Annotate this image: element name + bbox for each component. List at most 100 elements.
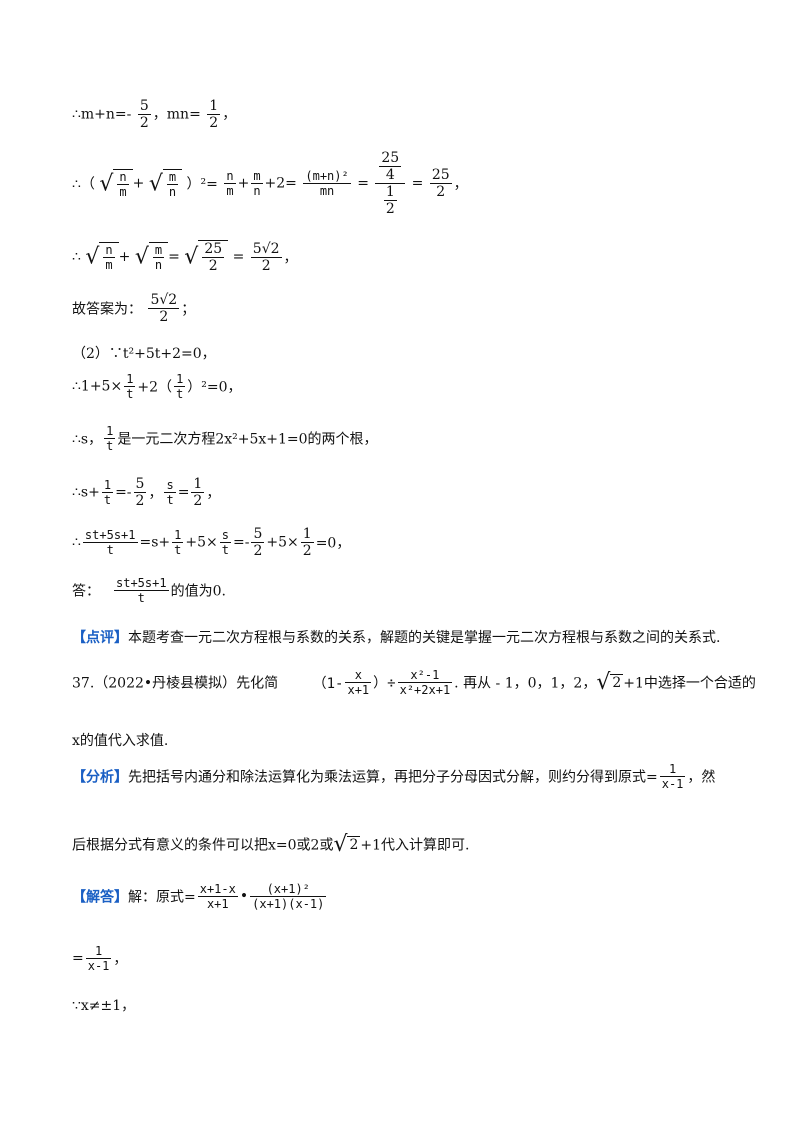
line-problem-37-cont: x的值代入求值. (72, 733, 169, 749)
text: = (72, 950, 84, 967)
denominator: t (219, 542, 231, 557)
denominator: t (114, 590, 169, 605)
text: ∴ (72, 534, 81, 551)
text: 的值为0. (170, 583, 226, 600)
comment-tag: 【点评】 (72, 630, 128, 646)
text: 后根据分式有意义的条件可以把x=0或2或 (72, 837, 334, 854)
denominator: t (172, 542, 184, 557)
denominator: n (251, 183, 263, 198)
analysis-tag: 【分析】 (72, 769, 128, 786)
numerator: m (168, 169, 177, 184)
numerator: 5 (139, 98, 149, 114)
numerator: 1 (126, 372, 134, 386)
text: 本题考查一元二次方程根与系数的关系，解题的关键是掌握一元二次方程根与系数之间的关… (128, 630, 721, 646)
numerator: 1 (209, 98, 219, 114)
text: 先把括号内通分和除法运算化为乘法运算，再把分子分母因式分解，则约分得到原式= (128, 769, 658, 786)
numerator: 5 (135, 476, 145, 492)
text: ， (222, 106, 237, 123)
denominator: t (174, 386, 186, 401)
denominator: 2 (148, 308, 180, 325)
text: = (177, 484, 190, 501)
numerator: s (166, 478, 174, 492)
text: +5× (266, 534, 299, 551)
numerator: 1 (302, 526, 312, 542)
numerator: 1 (106, 424, 114, 438)
denominator: 2 (133, 492, 147, 509)
denominator: 2 (429, 183, 452, 200)
text: =s+ (139, 534, 171, 551)
text: ）²=0， (187, 379, 242, 396)
numerator: x²-1 (410, 668, 440, 682)
denominator: 2 (137, 114, 151, 131)
text: 答： (72, 583, 100, 600)
numerator: 25 (431, 167, 450, 183)
denominator: m (117, 183, 129, 199)
numerator: 1 (385, 184, 395, 200)
sqrt: √2 (333, 832, 361, 857)
numerator: 1 (174, 528, 182, 542)
numerator: s (221, 528, 229, 542)
denominator: 2 (202, 257, 225, 274)
denominator: t (101, 492, 114, 507)
text: 是一元二次方程2x²+5x+1=0的两个根， (117, 431, 378, 448)
denominator: t (82, 542, 138, 557)
text: = (411, 175, 424, 192)
text: =- (233, 534, 250, 551)
denominator: m (224, 183, 236, 198)
numerator: x (354, 668, 362, 682)
denominator: t (124, 386, 136, 401)
text: 故答案为： (72, 301, 142, 318)
text: . 再从 - 1，0，1，2， (454, 675, 597, 692)
text: ∴（ (72, 176, 95, 193)
numerator: 25 (381, 150, 400, 166)
line-analysis: 【分析】先把括号内通分和除法运算化为乘法运算，再把分子分母因式分解，则约分得到原… (72, 762, 715, 791)
numerator: 5√2 (150, 292, 178, 308)
numerator: 25 (204, 241, 223, 257)
text: ∴s， (72, 431, 103, 448)
numerator: m (154, 243, 163, 257)
denominator: m (103, 257, 115, 272)
sqrt: √2 (596, 670, 624, 695)
denominator: 2 (300, 542, 314, 559)
numerator: st+5s+1 (116, 576, 167, 590)
numerator: 1 (176, 372, 184, 386)
text: 解：原式= (128, 889, 196, 906)
text: + (118, 249, 131, 265)
text: +5× (185, 534, 218, 551)
denominator: n (152, 257, 165, 272)
text: =- (115, 484, 132, 501)
numerator: 5√2 (252, 240, 280, 257)
line-condition: ∵x≠±1， (72, 998, 136, 1014)
text: +1中选择一个合适的 (623, 675, 756, 692)
text: ∴s+ (72, 484, 100, 501)
text: ， (206, 485, 221, 502)
line-analysis-cont: 后根据分式有意义的条件可以把x=0或2或√2+1代入计算即可. (72, 832, 470, 857)
text: +1代入计算即可. (360, 837, 470, 854)
text: ）²= (186, 176, 218, 193)
denominator: t (104, 438, 116, 453)
